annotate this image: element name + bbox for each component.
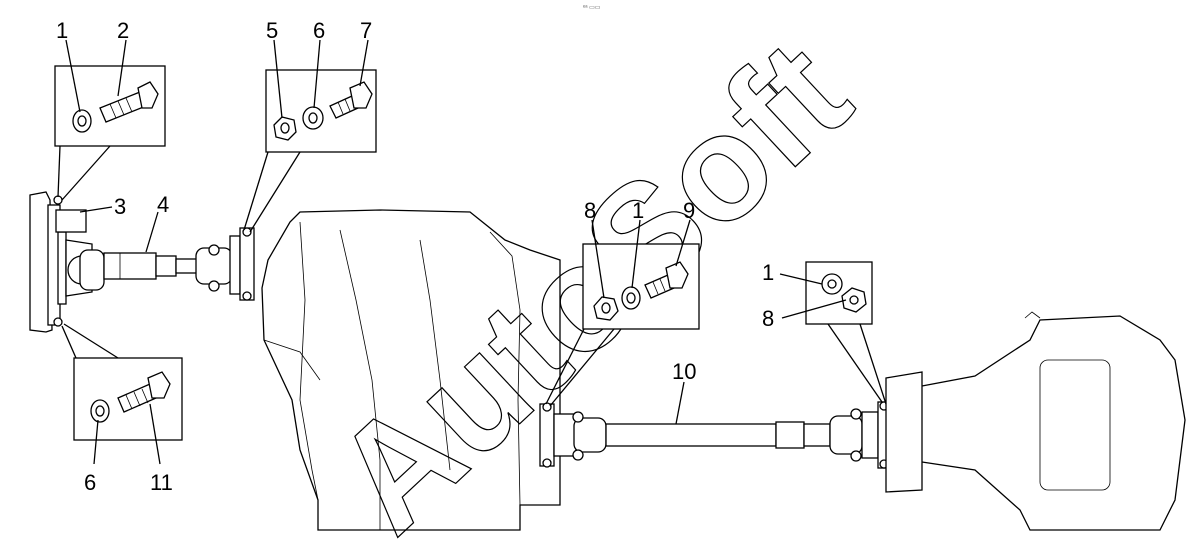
callout-1-right: 1 xyxy=(762,260,774,285)
corner-mark: ᵉᵃ ▭▭ xyxy=(583,5,601,11)
inset-box-top-center xyxy=(265,69,377,153)
left-flange-assembly xyxy=(29,191,105,333)
callout-10: 10 xyxy=(672,359,696,384)
callout-5: 5 xyxy=(266,18,278,43)
inset-box-right xyxy=(805,261,873,325)
leader-lines xyxy=(65,39,847,465)
callout-2: 2 xyxy=(117,18,129,43)
callout-8-center: 8 xyxy=(584,198,596,223)
callout-4: 4 xyxy=(157,192,169,217)
callout-1-top: 1 xyxy=(56,18,68,43)
nut-part-8-right xyxy=(841,287,867,313)
inset-box-center xyxy=(582,243,700,330)
callout-8-right: 8 xyxy=(762,306,774,331)
callout-3: 3 xyxy=(114,194,126,219)
callout-9: 9 xyxy=(683,198,695,223)
left-driveshaft xyxy=(103,227,255,301)
callout-6-top: 6 xyxy=(313,18,325,43)
lock-washer-part-1-center xyxy=(621,286,641,310)
nut-part-8 xyxy=(593,296,619,321)
washer-part-6-lower xyxy=(90,399,110,423)
inset-box-bottom-left xyxy=(73,357,183,441)
inset-box-top-left xyxy=(54,65,166,147)
gearbox-housing xyxy=(261,209,561,531)
washer-part-6 xyxy=(302,106,324,130)
connector-lines xyxy=(57,145,887,407)
lock-washer-part-1 xyxy=(72,109,92,133)
axle-housing xyxy=(885,311,1186,531)
lock-washer-part-1-right xyxy=(821,273,843,295)
callout-7: 7 xyxy=(360,18,372,43)
callout-labels: 1 2 3 4 5 6 7 8 1 9 1 8 10 6 11 xyxy=(56,18,774,495)
callout-1-center: 1 xyxy=(632,198,644,223)
right-driveshaft xyxy=(539,401,891,469)
callout-11: 11 xyxy=(150,470,173,495)
callout-6-bottom: 6 xyxy=(84,470,96,495)
